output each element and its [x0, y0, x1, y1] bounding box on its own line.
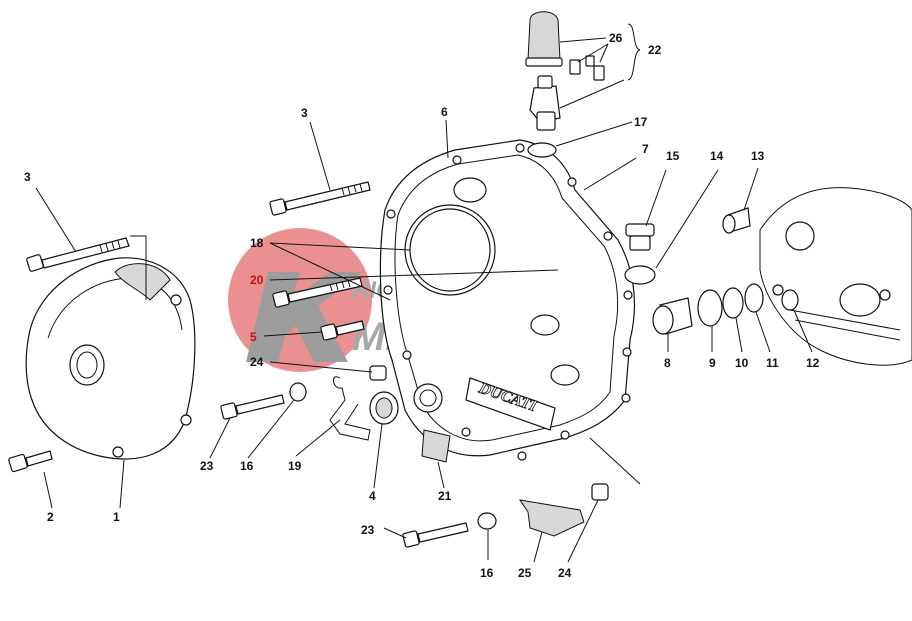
part-20-bolt — [272, 277, 363, 308]
callout-numbers: 1 2 3 3 4 5 6 7 8 9 10 11 12 13 14 15 16… — [24, 31, 820, 580]
part-10-ring — [722, 287, 744, 319]
part-26-terminals — [569, 55, 605, 81]
part-3-bolt-left — [26, 237, 130, 272]
callout-19: 19 — [288, 459, 302, 473]
part-4-seal — [369, 391, 399, 425]
leader-lines — [35, 23, 813, 563]
callout-23-mid: 23 — [200, 459, 214, 473]
callout-12: 12 — [806, 356, 820, 370]
callout-2: 2 — [47, 510, 54, 524]
callout-1: 1 — [113, 510, 120, 524]
part-8-bushing — [652, 297, 693, 335]
callout-8: 8 — [664, 356, 671, 370]
callout-14: 14 — [710, 149, 724, 163]
callout-16-mid: 16 — [240, 459, 254, 473]
part-5-bolt — [320, 320, 365, 341]
callout-21: 21 — [438, 489, 452, 503]
callout-7: 7 — [642, 142, 649, 156]
callout-6: 6 — [441, 105, 448, 119]
part-9-ring — [697, 289, 723, 327]
callout-22: 22 — [648, 43, 662, 57]
part-16-washer-b — [477, 512, 497, 530]
part-25-bracket — [518, 499, 585, 537]
part-3-bolt-top — [269, 181, 371, 216]
part-12-oring — [781, 289, 799, 311]
part-1-outer-cover — [25, 257, 196, 460]
part-15-plug — [625, 223, 655, 251]
callout-17: 17 — [634, 115, 648, 129]
part-24-spacer-a — [369, 365, 387, 381]
part-13-bushing — [722, 207, 751, 234]
callout-15: 15 — [666, 149, 680, 163]
callout-20: 20 — [250, 273, 264, 287]
part-22-sensor — [525, 11, 563, 131]
part-23-bolt-a — [220, 394, 285, 420]
callout-16-bottom: 16 — [480, 566, 494, 580]
part-16-washer-a — [289, 382, 307, 402]
callout-24-mid: 24 — [250, 355, 264, 369]
callout-13: 13 — [751, 149, 765, 163]
callout-25: 25 — [518, 566, 532, 580]
part-14-oring — [624, 265, 656, 285]
callout-23-bottom: 23 — [361, 523, 375, 537]
part-24-spacer-b — [591, 483, 609, 501]
callout-3-top: 3 — [301, 106, 308, 120]
callout-4: 4 — [369, 489, 376, 503]
callout-26: 26 — [609, 31, 623, 45]
part-23-bolt-b — [402, 522, 469, 548]
part-2-bolt — [8, 450, 53, 473]
callout-10: 10 — [735, 356, 749, 370]
part-19-clip — [329, 376, 371, 441]
engine-case-fragment — [759, 187, 912, 366]
part-18-seal — [409, 208, 491, 292]
part-6-housing: DUCATI — [379, 139, 636, 461]
callout-24-bottom: 24 — [558, 566, 572, 580]
callout-5: 5 — [250, 330, 257, 344]
callout-18: 18 — [250, 236, 264, 250]
callout-3-left: 3 — [24, 170, 31, 184]
callout-9: 9 — [709, 356, 716, 370]
callout-11: 11 — [766, 356, 779, 370]
part-11-circlip — [744, 283, 764, 313]
part-17-oring — [527, 142, 557, 158]
part-21-plate — [421, 429, 451, 463]
